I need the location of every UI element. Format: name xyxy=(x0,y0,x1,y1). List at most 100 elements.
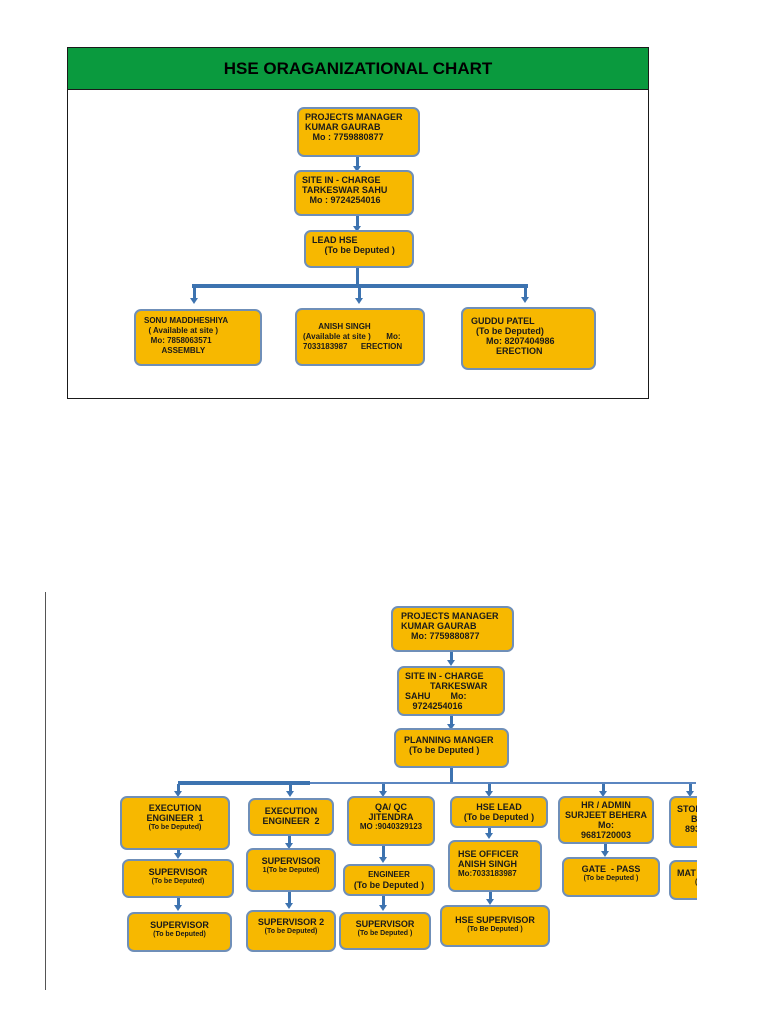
box-line: KUMAR GAURAB xyxy=(401,621,477,631)
box-planning-manager: PLANNING MANGER (To be Deputed ) xyxy=(394,728,509,768)
box-line: LEAD HSE xyxy=(312,235,358,245)
box-line: ASSEMBLY xyxy=(144,346,206,355)
box-line: EXECUTION xyxy=(264,806,318,816)
box-sonu: SONU MADDHESHIYA ( Available at site ) M… xyxy=(134,309,262,366)
box-projects-manager: PROJECTS MANAGER KUMAR GAURAB Mo : 77598… xyxy=(297,107,420,157)
arrow-icon xyxy=(379,905,387,911)
box-line: SUPERVISOR xyxy=(150,920,209,930)
chart-title: HSE ORAGANIZATIONAL CHART xyxy=(68,48,648,90)
box-line: PROJECTS MANAGER xyxy=(401,611,499,621)
box-line: Mo:7033183987 xyxy=(458,869,517,878)
box-line: (To be Deputed) xyxy=(153,931,206,938)
box-qa-supervisor: SUPERVISOR (To be Deputed ) xyxy=(339,912,431,950)
box-line: MO :9040329123 xyxy=(359,822,423,831)
connector xyxy=(488,828,491,834)
box-hr-admin: HR / ADMIN SURJEET BEHERA Mo: 9681720003 xyxy=(558,796,654,844)
connector xyxy=(450,768,453,782)
connector xyxy=(288,892,291,904)
box-exec1-supervisor-2: SUPERVISOR (To be Deputed) xyxy=(127,912,232,952)
box-line: EXECUTION xyxy=(148,803,202,813)
box-guddu: GUDDU PATEL (To be Deputed) Mo: 82074049… xyxy=(461,307,596,370)
connector xyxy=(689,784,692,792)
box-line: (To be Deputed ) xyxy=(583,875,639,882)
box-line: 1(To be Deputed) xyxy=(262,867,320,874)
connector xyxy=(192,284,528,288)
box-line: HR / ADMIN xyxy=(581,800,631,810)
box-line: PROJECTS MANAGER xyxy=(305,112,403,122)
box-line: Mo: 7759880877 xyxy=(401,631,480,641)
connector xyxy=(358,288,361,299)
connector xyxy=(356,156,359,168)
arrow-icon xyxy=(285,903,293,909)
box-line: (To be Deputed ) xyxy=(463,812,535,822)
connector xyxy=(178,782,696,784)
arrow-icon xyxy=(174,853,182,859)
connector xyxy=(382,846,385,858)
box-line: MAT xyxy=(677,868,696,878)
box-gate-pass: GATE - PASS (To be Deputed ) xyxy=(562,857,660,897)
box-line: SITE IN - CHARGE xyxy=(405,671,484,681)
box-line: PLANNING MANGER xyxy=(404,735,494,745)
arrow-icon xyxy=(379,791,387,797)
box-line: SITE IN - CHARGE xyxy=(302,175,381,185)
box-line: ANISH SINGH xyxy=(458,859,518,869)
box-line: (To be Deputed ) xyxy=(404,745,480,755)
connector xyxy=(450,652,453,662)
box-line: (To be Deputed) xyxy=(151,878,205,885)
arrow-icon xyxy=(174,905,182,911)
box-anish: ANISH SINGH (Available at site ) Mo: 703… xyxy=(295,308,425,366)
box-exec1-supervisor-1: SUPERVISOR (To be Deputed) xyxy=(122,859,234,898)
box-line: HSE OFFICER xyxy=(458,849,519,859)
box-exec2-supervisor-2: SUPERVISOR 2 (To be Deputed) xyxy=(246,910,336,952)
box-line: SAHU Mo: xyxy=(405,691,467,701)
box-line: SUPERVISOR xyxy=(355,919,415,929)
box-line: TARKESWAR xyxy=(405,681,488,691)
box-line: ENGINEER 2 xyxy=(262,816,320,826)
box-line: (Available at site ) Mo: xyxy=(303,332,401,341)
box-line: 9681720003 xyxy=(580,830,632,840)
box-line: HSE LEAD xyxy=(476,802,522,812)
connector xyxy=(602,784,605,792)
arrow-icon xyxy=(599,791,607,797)
box-line: JITENDRA xyxy=(368,812,414,822)
connector xyxy=(489,892,492,900)
box-hse-lead: HSE LEAD (To be Deputed ) xyxy=(450,796,548,828)
box-line: TARKESWAR SAHU xyxy=(302,185,388,195)
connector xyxy=(356,216,359,228)
arrow-icon xyxy=(447,660,455,666)
box-line: KUMAR GAURAB xyxy=(305,122,381,132)
box-line: (To Be Deputed ) xyxy=(467,926,523,933)
box-line: (To be Deputed ) xyxy=(353,880,425,890)
box-line: ENGINEER xyxy=(368,870,410,879)
arrow-icon xyxy=(686,791,694,797)
arrow-icon xyxy=(285,843,293,849)
box-line: (To be Deputed) xyxy=(264,928,318,935)
arrow-icon xyxy=(353,166,361,172)
box-line: SURJEET BEHERA xyxy=(564,810,647,820)
box-site-incharge-2: SITE IN - CHARGE TARKESWAR SAHU Mo: 9724… xyxy=(397,666,505,716)
connector xyxy=(288,836,291,844)
arrow-icon xyxy=(601,851,609,857)
connector xyxy=(356,268,359,284)
box-line: HSE SUPERVISOR xyxy=(455,915,535,925)
box-line: GUDDU PATEL xyxy=(471,316,535,326)
arrow-icon xyxy=(190,298,198,304)
box-line: Mo: xyxy=(598,820,614,830)
arrow-icon xyxy=(353,226,361,232)
box-line: 7033183987 ERECTION xyxy=(303,342,403,351)
connector xyxy=(524,288,527,298)
connector xyxy=(177,898,180,906)
box-line: SUPERVISOR xyxy=(261,856,321,866)
box-exec-engineer-1: EXECUTION ENGINEER 1 (To be Deputed) xyxy=(120,796,230,850)
box-line: ENGINEER 1 xyxy=(146,813,204,823)
box-line: SUPERVISOR 2 xyxy=(257,917,325,927)
arrow-icon xyxy=(486,899,494,905)
connector xyxy=(289,784,292,792)
connector xyxy=(382,896,385,906)
box-line: 893 xyxy=(685,824,701,834)
connector xyxy=(177,850,180,854)
connector xyxy=(604,844,607,852)
box-line: ( Available at site ) xyxy=(144,326,219,335)
box-line: GATE - PASS xyxy=(581,864,641,874)
box-line: SUPERVISOR xyxy=(148,867,208,877)
